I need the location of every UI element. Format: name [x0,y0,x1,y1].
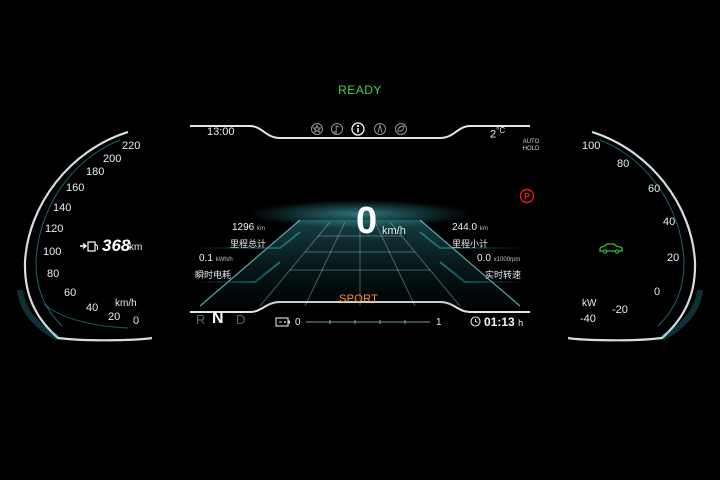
ready-indicator: READY [338,83,382,97]
battery-max-label: 1 [436,317,442,328]
trip-value: 244.0 km [452,222,488,233]
note-icon [331,123,343,135]
status-icon-row [311,122,407,136]
power-gauge-tick: 20 [667,252,680,264]
power-gauge-tick: 60 [648,183,661,195]
rpm-label: 实时转速 [485,270,522,280]
rpm-value: 0.0 x1000rpm [477,253,521,264]
star-icon [311,123,323,135]
speed-unit: km/h [382,225,406,237]
speed-gauge-tick: 180 [86,166,105,178]
outside-temperature: 2°C [490,126,506,141]
range-value: 368 [102,236,131,255]
speed-gauge-tick: 60 [64,287,77,299]
power-gauge-tick: -40 [580,313,596,325]
power-gauge-arc [567,130,697,342]
gear-r: R [196,312,206,327]
gear-n: N [212,310,224,327]
speed-gauge-tick: 20 [108,311,121,323]
speed-gauge-tick: 160 [66,182,85,194]
svg-text:P: P [524,192,530,202]
power-gauge-tick: -20 [612,304,628,316]
trip-time: 01:13 h [484,315,524,329]
parking-brake-icon: P [519,188,535,204]
speed-gauge-unit: km/h [115,298,137,309]
power-gauge-tick: 40 [663,216,676,228]
speed-gauge-tick: 0 [133,315,140,327]
speed-gauge-tick: 100 [43,246,62,258]
range-unit: km [129,242,143,253]
battery-icon [275,317,290,327]
gear-d: D [236,312,246,327]
total-mileage-label: 里程总计 [230,239,267,249]
power-gauge-unit: kW [582,298,597,309]
speed-gauge-tick: 200 [103,153,122,165]
power-gauge-tick: 100 [582,140,601,152]
instant-power-label: 瞬时电耗 [195,270,232,280]
power-gauge-tick: 80 [617,158,630,170]
lane-icon [374,123,386,135]
speed-gauge-tick: 220 [122,140,141,152]
speed-gauge-tick: 80 [47,268,60,280]
speed-gauge-tick: 40 [86,302,99,314]
drive-mode: SPORT [339,293,379,305]
trip-label: 里程小计 [452,239,489,249]
speed-gauge-arc [23,130,153,342]
speed-gauge-tick: 140 [53,202,72,214]
speed-value: 0 [356,200,378,242]
leaf-icon [395,123,407,135]
info-icon [351,122,365,136]
clock: 13:00 [207,126,235,138]
clock-icon [470,316,481,327]
total-mileage-value: 1296 km [232,222,266,233]
battery-min-label: 0 [295,317,301,328]
speed-gauge-tick: 120 [45,223,64,235]
eco-car-icon [599,243,623,254]
charging-plug-icon [80,241,98,252]
power-gauge-tick: 0 [654,286,661,298]
instant-power-value: 0.1 kWh/h [199,253,233,264]
